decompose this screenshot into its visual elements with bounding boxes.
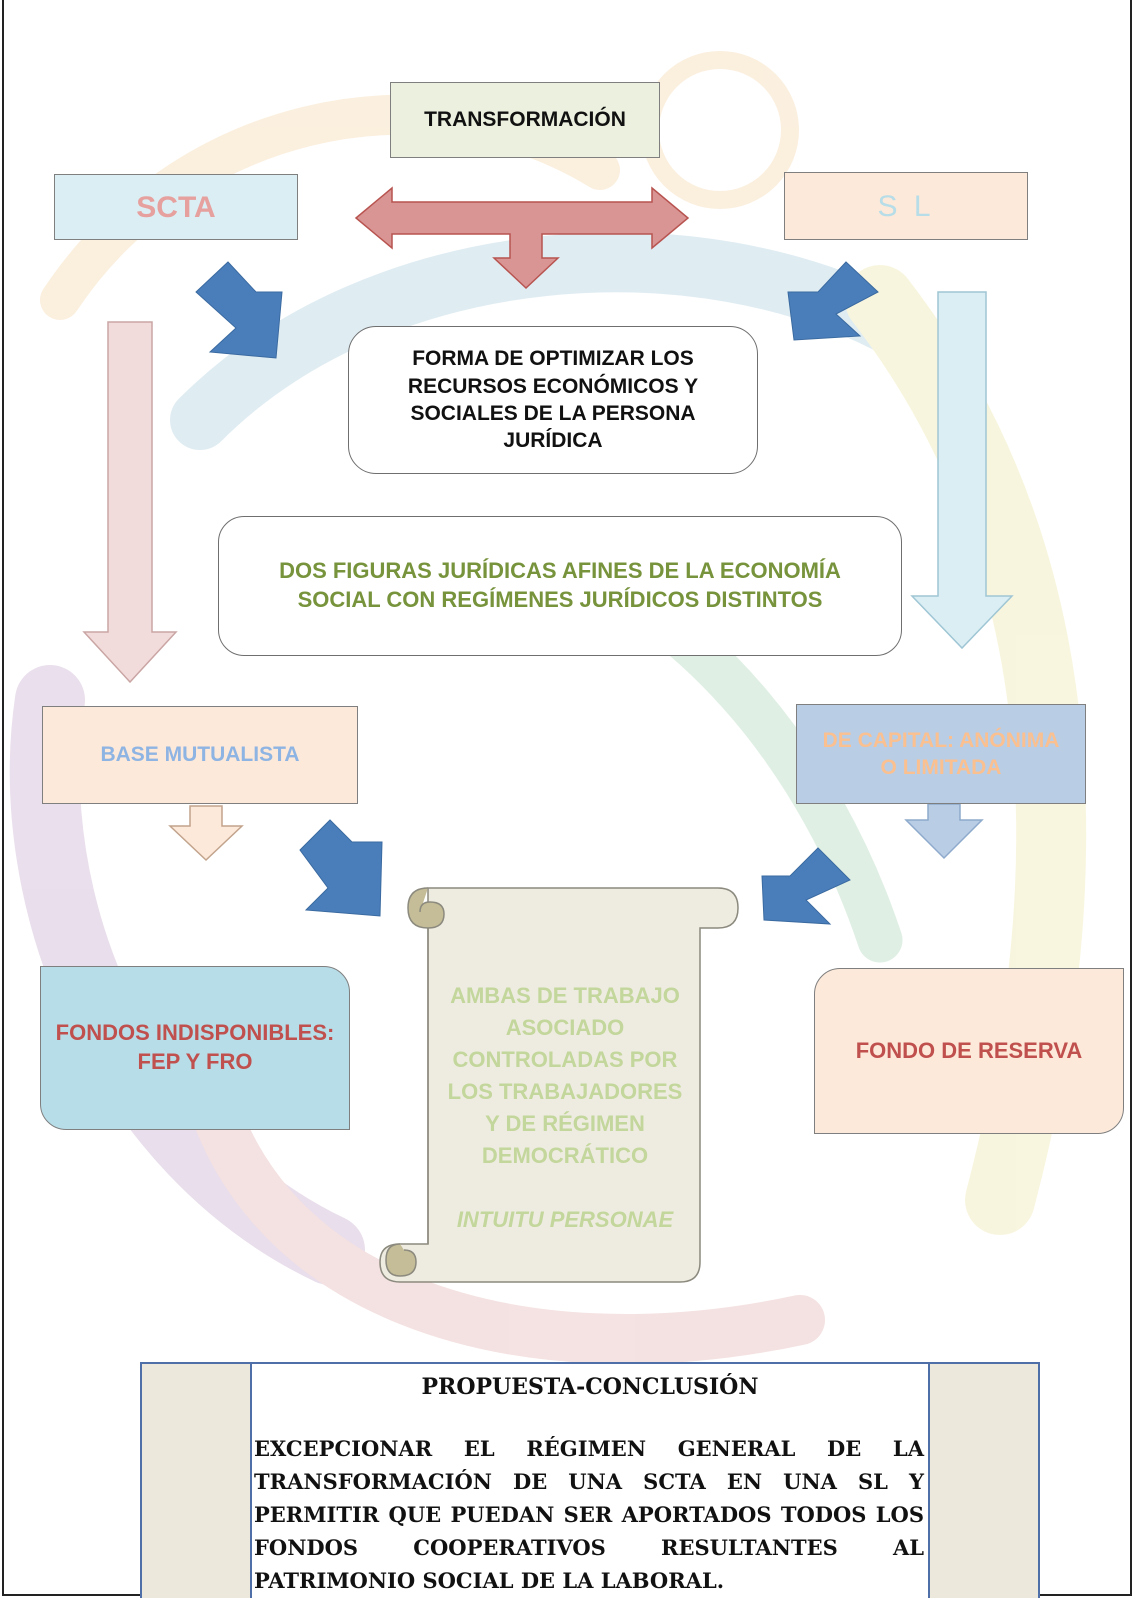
fondos-indisponibles-box: FONDOS INDISPONIBLES: FEP Y FRO	[40, 966, 350, 1130]
blue-arrow-scta	[195, 261, 283, 359]
conclusion-panel: PROPUESTA-CONCLUSIÓN EXCEPCIONAR EL RÉGI…	[140, 1362, 1040, 1598]
base-mutualista-down-arrow	[168, 805, 244, 862]
sl-box: S L	[784, 172, 1028, 240]
scroll-text: AMBAS DE TRABAJO ASOCIADO CONTROLADAS PO…	[440, 980, 690, 1236]
scta-box: SCTA	[54, 174, 298, 240]
conclusion-right-band	[928, 1364, 1038, 1598]
conclusion-body: EXCEPCIONAR EL RÉGIMEN GENERAL DE LA TRA…	[254, 1436, 924, 1593]
scroll-shape	[379, 887, 739, 1283]
base-mutualista-box: BASE MUTUALISTA	[42, 706, 358, 804]
blue-arrow-fondos-left	[299, 819, 383, 917]
conclusion-title: PROPUESTA-CONCLUSIÓN	[421, 1374, 759, 1400]
de-capital-box: DE CAPITAL: ANÓNIMA O LIMITADA	[796, 704, 1086, 804]
dos-figuras-box: DOS FIGURAS JURÍDICAS AFINES DE LA ECONO…	[218, 516, 902, 656]
intuitu-personae-text: INTUITU PERSONAE	[456, 1207, 674, 1232]
fondo-reserva-box: FONDO DE RESERVA	[814, 968, 1124, 1134]
blue-arrow-fondos-right	[761, 847, 851, 925]
ambas-text: AMBAS DE TRABAJO ASOCIADO CONTROLADAS PO…	[447, 983, 683, 1168]
transformacion-box: TRANSFORMACIÓN	[390, 82, 660, 158]
transformation-split-arrow	[354, 186, 690, 290]
conclusion-left-band	[142, 1364, 252, 1598]
left-down-arrow	[82, 321, 178, 684]
blue-arrow-sl	[787, 261, 879, 341]
forma-optimizar-box: FORMA DE OPTIMIZAR LOS RECURSOS ECONÓMIC…	[348, 326, 758, 474]
de-capital-down-arrow	[904, 803, 984, 860]
right-down-arrow	[910, 291, 1014, 650]
